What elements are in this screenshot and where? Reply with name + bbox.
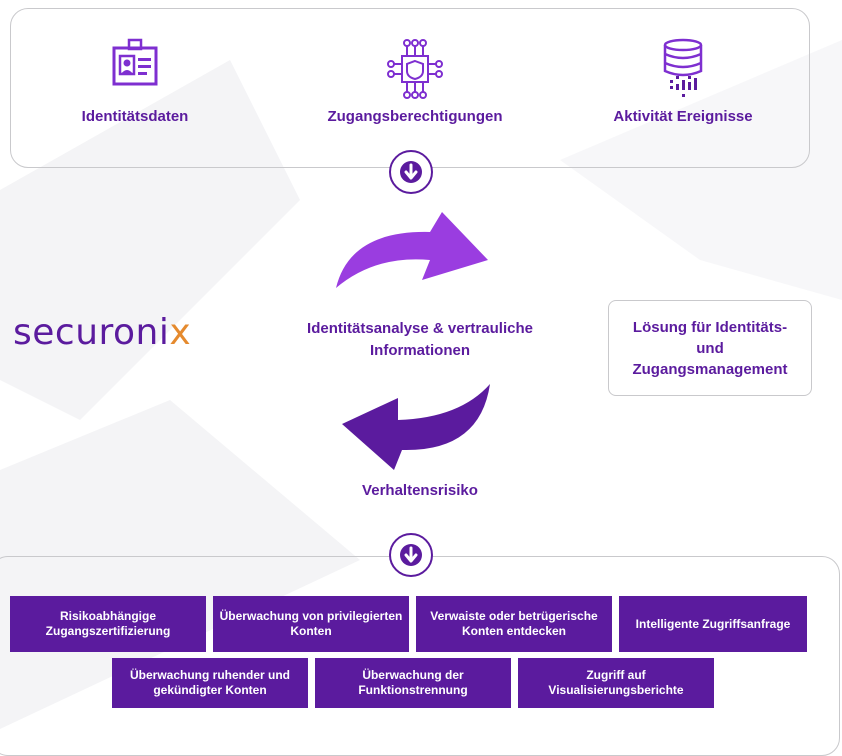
capability-box: Überwachung ruhender und gekündigter Kon… <box>112 658 308 708</box>
source-label: Aktivität Ereignisse <box>613 108 753 125</box>
capability-box: Überwachung der Funktionstrennung <box>315 658 511 708</box>
securonix-logo: securonix <box>13 312 192 353</box>
network-shield-icon <box>387 39 443 99</box>
arrow-down-icon <box>400 544 422 566</box>
id-card-icon <box>112 38 158 86</box>
cycle-arrow-upper-icon <box>336 212 488 288</box>
capability-box: Risikoabhängige Zugangszertifizierung <box>10 596 206 652</box>
solution-box: Lösung für Identitäts- und Zugangsmanage… <box>608 300 812 396</box>
capability-box: Intelligente Zugriffsanfrage <box>619 596 807 652</box>
flow-arrow-bottom <box>389 533 433 577</box>
database-icon <box>663 38 703 97</box>
capability-box: Überwachung von privilegierten Konten <box>213 596 409 652</box>
source-identity-data: Identitätsdaten <box>25 36 245 125</box>
center-label: Identitätsanalyse & vertrauliche Informa… <box>307 320 533 359</box>
risk-label: Verhaltensrisiko <box>362 482 478 499</box>
capability-box: Verwaiste oder betrügerische Konten entd… <box>416 596 612 652</box>
cycle-arrow-lower-icon <box>342 384 490 470</box>
flow-arrow-top <box>389 150 433 194</box>
source-label: Zugangsberechtigungen <box>327 108 503 125</box>
source-label: Identitätsdaten <box>81 108 189 125</box>
arrow-down-icon <box>400 161 422 183</box>
capabilities-panel <box>0 556 840 756</box>
source-activity-events: Aktivität Ereignisse <box>573 36 793 125</box>
source-access-rights: Zugangsberechtigungen <box>305 36 525 125</box>
capability-box: Zugriff auf Visualisierungsberichte <box>518 658 714 708</box>
